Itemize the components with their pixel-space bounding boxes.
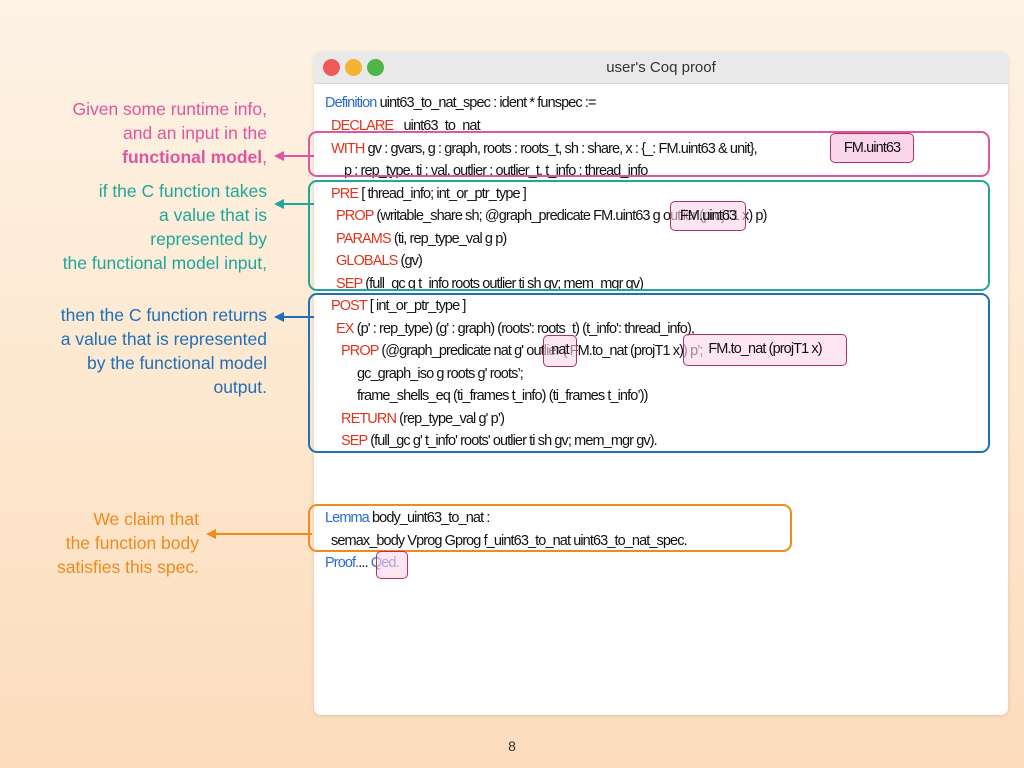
annotation-line: satisfies this spec. — [57, 557, 199, 577]
annotation-line: and an input in the — [122, 123, 267, 143]
code-line-frames: frame_shells_eq (ti_frames t_info) (ti_f… — [357, 386, 648, 406]
keyword-sep: SEP — [341, 433, 368, 449]
keyword-ex: EX — [336, 321, 354, 337]
with-clause-box — [308, 131, 990, 177]
code-text: (gv) — [400, 253, 423, 269]
code-line-pre: PRE [ thread_info; int_or_ptr_type ] — [331, 184, 527, 204]
code-text: (ti, rep_type_val g p) — [393, 231, 507, 247]
qed-highlight — [376, 551, 408, 579]
code-line-post-sep: SEP (full_gc g' t_info' roots' outlier t… — [341, 431, 658, 451]
code-line-lemma: Lemma body_uint63_to_nat : — [325, 508, 490, 528]
code-line-pre-sep: SEP (full_gc g t_info roots outlier ti s… — [336, 274, 644, 294]
page-number: 8 — [508, 738, 516, 754]
code-text: semax_body Vprog Gprog f_uint63_to_nat u… — [331, 533, 688, 549]
highlight-text: FM.uint63 — [843, 140, 901, 156]
keyword-declare: DECLARE — [331, 118, 394, 134]
code-line-ex: EX (p' : rep_type) (g' : graph) (roots':… — [336, 319, 695, 339]
close-window-button[interactable] — [323, 59, 340, 76]
postcondition-box — [308, 293, 990, 453]
fm-uint63-highlight: FM.uint63 — [830, 133, 914, 163]
keyword-return: RETURN — [341, 411, 397, 427]
nat-highlight: nat — [543, 335, 577, 367]
keyword-lemma: Lemma — [325, 510, 370, 526]
code-text: (@graph_predicate nat g' outlier ( FM.to… — [381, 343, 703, 359]
annotation-line: functional model, — [72, 145, 267, 169]
highlight-text: FM.uint63 — [679, 208, 737, 224]
code-line-return: RETURN (rep_type_val g' p’) — [341, 409, 505, 429]
annotation-line: the function body — [65, 533, 199, 553]
code-text: (writable_share sh; @graph_predicate FM.… — [376, 208, 767, 224]
window-title: user's Coq proof — [606, 59, 716, 76]
code-line-post: POST [ int_or_ptr_type ] — [331, 296, 466, 316]
code-text: (rep_type_val g' p’) — [399, 411, 505, 427]
annotation-input: if the C function takes a value that is … — [63, 179, 267, 275]
code-line-iso: gc_graph_iso g roots g' roots’; — [357, 364, 524, 384]
window-titlebar: user's Coq proof — [314, 52, 1008, 84]
code-text: gv : gvars, g : graph, roots : roots_t, … — [367, 141, 758, 157]
code-text: _uint63_to_nat — [396, 118, 480, 134]
annotation-line: if the C function takes — [98, 181, 267, 201]
annotation-line: output. — [213, 377, 267, 397]
precondition-box — [308, 180, 990, 291]
code-text: ... — [358, 555, 368, 571]
annotation-line: Given some runtime info, — [72, 99, 267, 119]
keyword-with: WITH — [331, 141, 365, 157]
annotation-line: a value that is represented — [60, 329, 267, 349]
arrow-teal — [274, 199, 316, 209]
keyword-pre: PRE — [331, 186, 359, 202]
keyword-sep: SEP — [336, 276, 363, 292]
code-text: [ thread_info; int_or_ptr_type ] — [361, 186, 527, 202]
keyword-prop: PROP — [336, 208, 374, 224]
keyword-proof: Proof. — [325, 555, 359, 571]
arrow-blue — [274, 312, 316, 322]
code-line-with: WITH gv : gvars, g : graph, roots : root… — [331, 139, 758, 159]
highlight-text: FM.to_nat (projT1 x) — [708, 341, 822, 357]
code-line-params: PARAMS (ti, rep_type_val g p) — [336, 229, 507, 249]
code-line-pre-prop: PROP (writable_share sh; @graph_predicat… — [336, 206, 767, 226]
keyword-prop: PROP — [341, 343, 379, 359]
annotation-line: We claim that — [93, 509, 199, 529]
code-text: gc_graph_iso g roots g' roots’; — [357, 366, 524, 382]
code-line-declare: DECLARE _uint63_to_nat — [331, 116, 481, 136]
annotation-line: by the functional model — [87, 353, 267, 373]
code-text: body_uint63_to_nat : — [372, 510, 490, 526]
code-text: uint63_to_nat_spec : ident * funspec := — [379, 95, 597, 111]
code-line-globals: GLOBALS (gv) — [336, 251, 423, 271]
annotation-comma: , — [262, 147, 267, 167]
keyword-definition: Definition — [325, 95, 377, 111]
minimize-window-button[interactable] — [345, 59, 362, 76]
keyword-params: PARAMS — [336, 231, 392, 247]
code-text: frame_shells_eq (ti_frames t_info) (ti_f… — [357, 388, 648, 404]
keyword-post: POST — [331, 298, 368, 314]
code-text: (p' : rep_type) (g' : graph) (roots': ro… — [356, 321, 695, 337]
annotation-claim: We claim that the function body satisfie… — [57, 507, 199, 579]
annotation-bold-term: functional model — [122, 147, 263, 167]
lemma-box — [308, 504, 792, 552]
code-text: (full_gc g' t_info' roots' outlier ti sh… — [370, 433, 658, 449]
code-text: [ int_or_ptr_type ] — [369, 298, 467, 314]
annotation-line: represented by — [150, 229, 267, 249]
code-line-definition: Definition uint63_to_nat_spec : ident * … — [325, 93, 597, 113]
code-line-semax: semax_body Vprog Gprog f_uint63_to_nat u… — [331, 531, 688, 551]
maximize-window-button[interactable] — [367, 59, 384, 76]
code-text: (full_gc g t_info roots outlier ti sh gv… — [365, 276, 644, 292]
annotation-line: then the C function returns — [60, 305, 267, 325]
highlight-text: nat — [551, 342, 569, 358]
code-line-post-prop: PROP (@graph_predicate nat g' outlier ( … — [341, 341, 704, 361]
to-nat-overlay-highlight: FM.to_nat (projT1 x) — [683, 334, 847, 366]
arrow-orange — [206, 529, 312, 539]
fm-uint63-overlay-highlight: FM.uint63 — [670, 201, 746, 231]
arrow-pink — [274, 151, 316, 161]
annotation-line: a value that is — [159, 205, 267, 225]
annotation-line: the functional model input, — [62, 253, 267, 273]
keyword-globals: GLOBALS — [336, 253, 398, 269]
annotation-functional-model: Given some runtime info, and an input in… — [72, 97, 267, 169]
annotation-output: then the C function returns a value that… — [61, 303, 267, 399]
